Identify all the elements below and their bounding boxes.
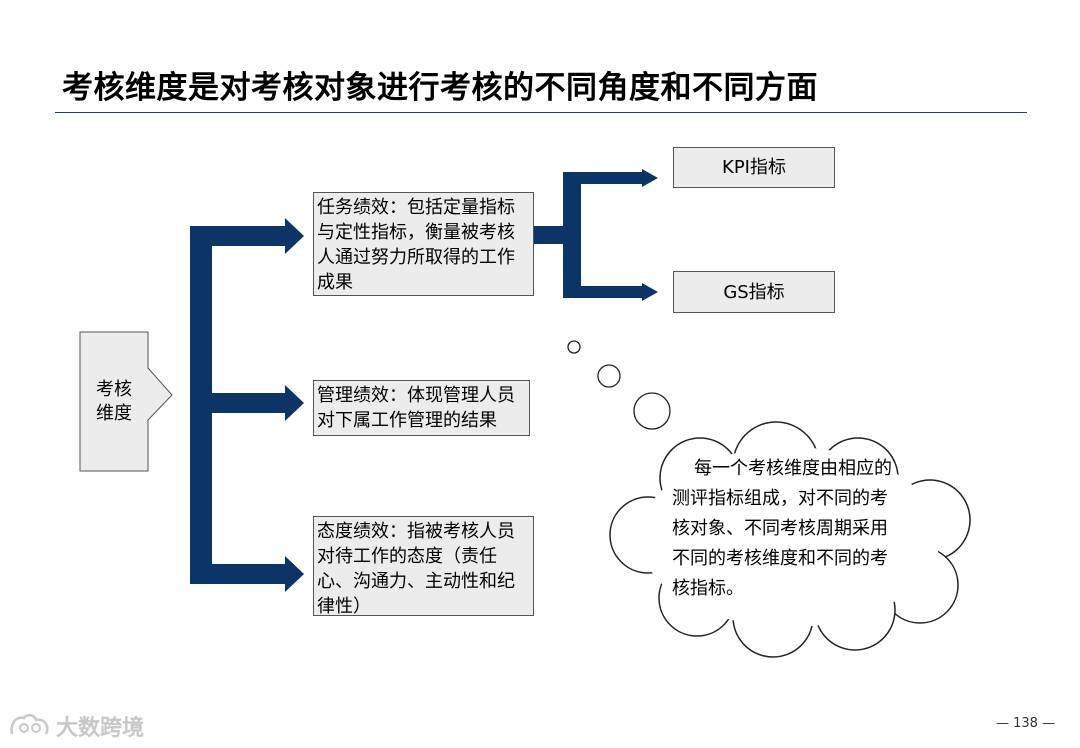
kpi-indicator-box: KPI指标 xyxy=(673,147,835,188)
left-bracket xyxy=(190,218,304,592)
cloud-note: 每一个考核维度由相应的测评指标组成，对不同的考核对象、不同考核周期采用不同的考核… xyxy=(672,458,892,599)
watermark-text: 大数跨境 xyxy=(56,716,145,741)
page-title: 考核维度是对考核对象进行考核的不同角度和不同方面 xyxy=(62,70,818,106)
attitude-performance-box: 态度绩效：指被考核人员对待工作的态度（责任心、沟通力、主动性和纪律性） xyxy=(313,516,534,617)
cloud-shape xyxy=(609,421,971,658)
root-arrow-shape xyxy=(79,331,173,472)
watermark: 大数跨境 xyxy=(8,710,144,742)
title-divider xyxy=(55,112,1027,113)
gs-indicator-box: GS指标 xyxy=(673,271,835,313)
task-performance-box: 任务绩效：包括定量指标与定性指标，衡量被考核人通过努力所取得的工作成果 xyxy=(313,192,534,296)
management-performance-box: 管理绩效：体现管理人员对下属工作管理的结果 xyxy=(313,380,530,436)
thought-bubbles xyxy=(567,340,671,430)
root-dimension-label: 考核 维度 xyxy=(96,378,132,424)
right-bracket xyxy=(533,169,658,301)
page-number: — 138 — xyxy=(996,716,1056,731)
watermark-logo-icon xyxy=(10,714,49,735)
